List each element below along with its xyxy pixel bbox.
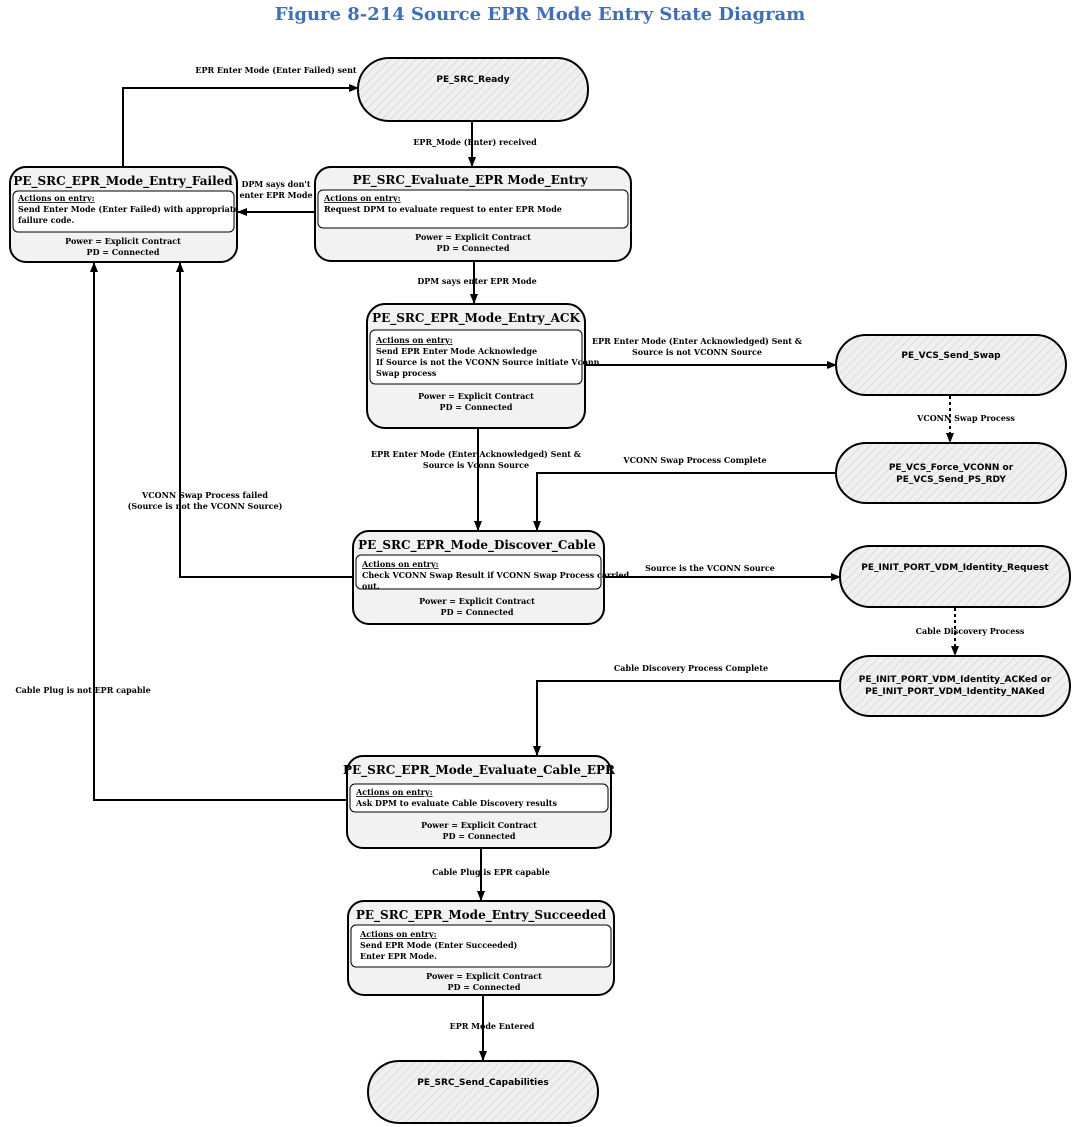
action-line: Ask DPM to evaluate Cable Discovery resu… — [355, 798, 557, 808]
label-cable-discovery-complete: Cable Discovery Process Complete — [614, 663, 768, 673]
state-pe-src-epr-mode-entry-failed: PE_SRC_EPR_Mode_Entry_Failed Actions on … — [9, 166, 239, 263]
arrow-init-acked-to-eval-cable — [533, 680, 841, 756]
action-line: Send EPR Enter Mode Acknowledge — [376, 346, 537, 356]
actions-header: Actions on entry: — [359, 929, 437, 939]
state-title: PE_SRC_EPR_Mode_Entry_ACK — [372, 311, 580, 326]
action-line: Send Enter Mode (Enter Failed) with appr… — [18, 204, 239, 214]
pd-text: PD = Connected — [87, 247, 160, 257]
label-enter-failed-sent: EPR Enter Mode (Enter Failed) sent — [195, 65, 357, 75]
state-title-line: PE_INIT_PORT_VDM_Identity_NAKed — [865, 687, 1045, 697]
action-line: If Source is not the VCONN Source initia… — [376, 357, 600, 367]
label-ack-not-vconn-1: EPR Enter Mode (Enter Acknowledged) Sent… — [592, 336, 803, 346]
power-text: Power = Explicit Contract — [421, 820, 537, 830]
label-mode-enter-received: EPR_Mode (Enter) received — [413, 137, 537, 147]
state-pe-src-send-capabilities: PE_SRC_Send_Capabilities — [367, 1060, 599, 1124]
state-title-line: PE_INIT_PORT_VDM_Identity_ACKed or — [859, 675, 1052, 685]
action-line: Request DPM to evaluate request to enter… — [324, 204, 562, 214]
action-line: Send EPR Mode (Enter Succeeded) — [360, 940, 518, 950]
power-text: Power = Explicit Contract — [426, 971, 542, 981]
label-vconn-swap-failed-2: (Source is not the VCONN Source) — [128, 501, 283, 511]
label-dpm-enter: DPM says enter EPR Mode — [417, 276, 536, 286]
actions-header: Actions on entry: — [323, 193, 401, 203]
label-source-is-vconn: Source is the VCONN Source — [645, 563, 775, 573]
state-pe-src-evaluate-epr-mode-entry: PE_SRC_Evaluate_EPR Mode_Entry Actions o… — [314, 166, 632, 262]
state-pe-src-epr-mode-evaluate-cable-epr: PE_SRC_EPR_Mode_Evaluate_Cable_EPR Actio… — [343, 755, 616, 849]
label-epr-mode-entered: EPR Mode Entered — [450, 1021, 535, 1031]
transition-lines — [90, 84, 841, 1061]
action-line: failure code. — [18, 215, 75, 225]
arrow-discover-to-failed — [176, 262, 353, 578]
state-title: PE_SRC_Send_Capabilities — [417, 1078, 548, 1088]
action-line: Swap process — [376, 368, 437, 378]
state-pe-src-epr-mode-discover-cable: PE_SRC_EPR_Mode_Discover_Cable Actions o… — [352, 530, 630, 625]
label-dpm-dont-enter-1: DPM says don't — [241, 179, 310, 189]
pd-text: PD = Connected — [448, 982, 521, 992]
power-text: Power = Explicit Contract — [418, 391, 534, 401]
state-title: PE_SRC_EPR_Mode_Evaluate_Cable_EPR — [343, 763, 616, 778]
pd-text: PD = Connected — [440, 402, 513, 412]
actions-header: Actions on entry: — [361, 559, 439, 569]
arrow-failed-to-ready — [122, 84, 359, 167]
state-pe-src-ready: PE_SRC_Ready — [357, 57, 589, 122]
actions-header: Actions on entry: — [17, 193, 95, 203]
state-title: PE_SRC_EPR_Mode_Entry_Failed — [13, 174, 233, 189]
state-pe-src-epr-mode-entry-succeeded: PE_SRC_EPR_Mode_Entry_Succeeded Actions … — [347, 900, 615, 996]
label-dpm-dont-enter-2: enter EPR Mode — [239, 190, 312, 200]
label-vconn-swap-process: VCONN Swap Process — [916, 413, 1015, 423]
label-ack-is-vconn-2: Source is Vconn Source — [423, 460, 529, 470]
dotted-transitions — [946, 396, 959, 656]
label-vconn-swap-failed-1: VCONN Swap Process failed — [141, 490, 268, 500]
power-text: Power = Explicit Contract — [65, 236, 181, 246]
figure-title: Figure 8-214 Source EPR Mode Entry State… — [274, 4, 806, 25]
actions-header: Actions on entry: — [375, 335, 453, 345]
arrow-vcs-force-to-discover — [533, 472, 836, 531]
action-line: Enter EPR Mode. — [360, 951, 437, 961]
state-pe-vcs-force-vconn: PE_VCS_Force_VCONN or PE_VCS_Send_PS_RDY — [835, 442, 1067, 504]
pd-text: PD = Connected — [441, 607, 514, 617]
state-title: PE_VCS_Send_Swap — [901, 351, 1001, 361]
label-cable-discovery-process: Cable Discovery Process — [916, 626, 1025, 636]
power-text: Power = Explicit Contract — [419, 596, 535, 606]
state-pe-vcs-send-swap: PE_VCS_Send_Swap — [835, 334, 1067, 396]
state-title: PE_SRC_EPR_Mode_Entry_Succeeded — [356, 908, 607, 923]
pd-text: PD = Connected — [437, 243, 510, 253]
pd-text: PD = Connected — [443, 831, 516, 841]
state-title: PE_INIT_PORT_VDM_Identity_Request — [861, 563, 1049, 573]
state-pe-init-port-acked: PE_INIT_PORT_VDM_Identity_ACKed or PE_IN… — [839, 655, 1071, 717]
state-title: PE_SRC_Evaluate_EPR Mode_Entry — [353, 173, 589, 188]
label-ack-is-vconn-1: EPR Enter Mode (Enter Acknowledged) Sent… — [371, 449, 582, 459]
label-vconn-swap-complete: VCONN Swap Process Complete — [622, 455, 766, 465]
label-ack-not-vconn-2: Source is not VCONN Source — [632, 347, 762, 357]
label-cable-not-epr: Cable Plug is not EPR capable — [15, 685, 150, 695]
state-title: PE_SRC_Ready — [436, 75, 509, 85]
power-text: Power = Explicit Contract — [415, 232, 531, 242]
state-title-line: PE_VCS_Force_VCONN or — [889, 463, 1014, 473]
action-line: out. — [362, 581, 380, 591]
label-cable-is-epr: Cable Plug is EPR capable — [432, 867, 550, 877]
state-title-line: PE_VCS_Send_PS_RDY — [896, 475, 1006, 485]
state-title: PE_SRC_EPR_Mode_Discover_Cable — [358, 538, 596, 553]
action-line: Check VCONN Swap Result if VCONN Swap Pr… — [362, 570, 630, 580]
arrow-eval-cable-to-failed — [90, 262, 347, 801]
transition-labels: EPR Enter Mode (Enter Failed) sent EPR_M… — [15, 65, 1025, 1031]
state-pe-src-epr-mode-entry-ack: PE_SRC_EPR_Mode_Entry_ACK Actions on ent… — [366, 303, 600, 429]
state-pe-init-port-request: PE_INIT_PORT_VDM_Identity_Request — [839, 545, 1071, 608]
actions-header: Actions on entry: — [355, 787, 433, 797]
